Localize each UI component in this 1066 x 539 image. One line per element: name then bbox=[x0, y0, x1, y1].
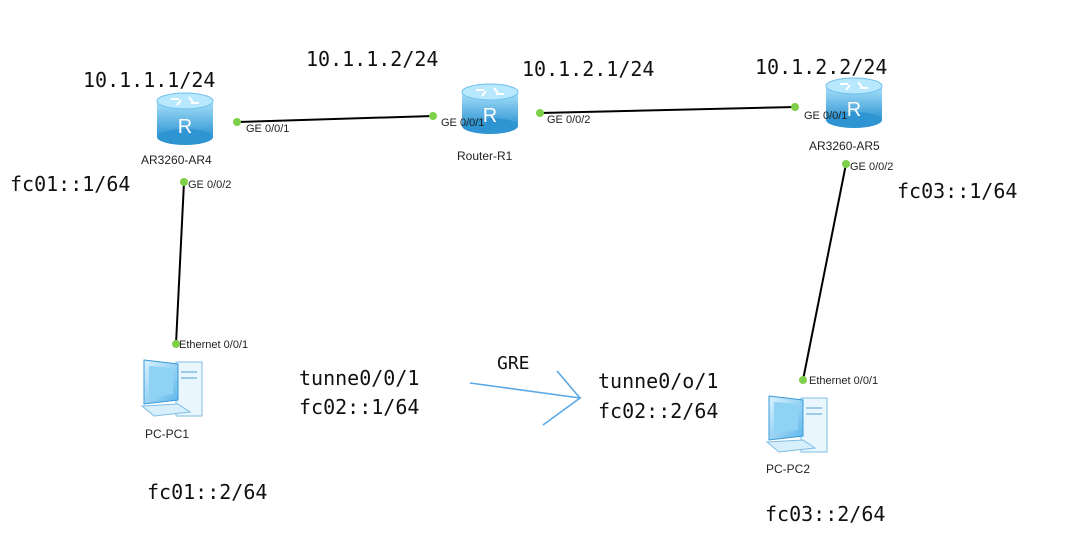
ar5-ipv4-label: 10.1.2.2/24 bbox=[755, 55, 887, 79]
port-dot-ar5-ge001 bbox=[791, 103, 799, 111]
tunnel-right-interface-label: tunne0/o/1 bbox=[598, 369, 718, 393]
link-ar4-r1 bbox=[236, 115, 434, 123]
tunnel-right-ip-label: fc02::2/64 bbox=[598, 399, 718, 423]
pc2-ipv6-label: fc03::2/64 bbox=[765, 502, 885, 526]
ar4-ge002-label: GE 0/0/2 bbox=[188, 179, 231, 191]
ar4-ipv4-label: 10.1.1.1/24 bbox=[83, 68, 215, 92]
gre-label: GRE bbox=[497, 353, 530, 374]
r1-left-ipv4-label: 10.1.1.2/24 bbox=[306, 47, 438, 71]
ar5-ipv6-label: fc03::1/64 bbox=[897, 179, 1017, 203]
pc1-computer-icon[interactable] bbox=[140, 359, 203, 417]
link-r1-ar5 bbox=[539, 106, 796, 114]
port-dot-ar4-ge002 bbox=[180, 178, 188, 186]
gre-tunnel-arrow bbox=[469, 370, 583, 426]
ar5-name-label: AR3260-AR5 bbox=[809, 139, 880, 153]
port-dot-pc1-eth bbox=[172, 340, 180, 348]
r1-right-ipv4-label: 10.1.2.1/24 bbox=[522, 57, 654, 81]
r1-name-label: Router-R1 bbox=[457, 149, 513, 163]
ar4-ge001-label: GE 0/0/1 bbox=[246, 123, 289, 135]
port-dot-r1-ge001 bbox=[429, 112, 437, 120]
router-r1-icon[interactable]: R bbox=[461, 83, 519, 134]
r1-ge001-label: GE 0/0/1 bbox=[441, 117, 484, 129]
pc2-name-label: PC-PC2 bbox=[766, 462, 810, 476]
link-ar4-pc1 bbox=[175, 181, 185, 345]
r1-ge002-label: GE 0/0/2 bbox=[547, 114, 590, 126]
ar5-ge002-label: GE 0/0/2 bbox=[850, 161, 893, 173]
pc1-eth-label: Ethernet 0/0/1 bbox=[179, 339, 248, 351]
pc2-eth-label: Ethernet 0/0/1 bbox=[809, 375, 878, 387]
pc1-name-label: PC-PC1 bbox=[145, 427, 189, 441]
link-ar5-pc2 bbox=[802, 163, 847, 381]
port-dot-ar4-ge001 bbox=[233, 118, 241, 126]
ar5-ge001-label: GE 0/0/1 bbox=[804, 110, 847, 122]
ar4-ipv6-label: fc01::1/64 bbox=[10, 172, 130, 196]
svg-text:R: R bbox=[847, 99, 861, 121]
svg-text:R: R bbox=[178, 116, 192, 138]
ar4-name-label: AR3260-AR4 bbox=[141, 153, 212, 167]
router-ar4-icon[interactable]: R bbox=[156, 92, 214, 145]
pc1-ipv6-label: fc01::2/64 bbox=[147, 480, 267, 504]
port-dot-r1-ge002 bbox=[536, 109, 544, 117]
svg-text:R: R bbox=[483, 105, 497, 127]
router-ar5-icon[interactable]: R bbox=[825, 77, 883, 128]
port-dot-pc2-eth bbox=[799, 376, 807, 384]
tunnel-left-ip-label: fc02::1/64 bbox=[299, 395, 419, 419]
port-dot-ar5-ge002 bbox=[842, 160, 850, 168]
tunnel-left-interface-label: tunne0/0/1 bbox=[299, 366, 419, 390]
pc2-computer-icon[interactable] bbox=[765, 395, 828, 453]
